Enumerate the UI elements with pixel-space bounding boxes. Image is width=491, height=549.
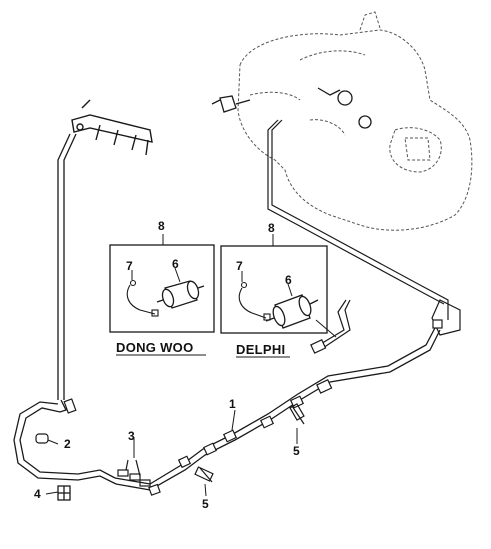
clamp-group-5-left bbox=[194, 466, 214, 483]
clamp-group-5-right bbox=[289, 403, 305, 425]
caption-delphi: DELPHI bbox=[236, 342, 285, 357]
filter-bracket-dong-woo bbox=[126, 279, 159, 317]
fuel-filter-dong-woo bbox=[156, 280, 205, 309]
fuel-filter-delphi bbox=[265, 294, 319, 329]
callout-7-dong-woo: 7 bbox=[126, 259, 133, 273]
callout-5-left: 5 bbox=[202, 497, 209, 511]
callout-5-right: 5 bbox=[293, 444, 300, 458]
fuel-rail bbox=[71, 99, 153, 156]
clamp-part-4 bbox=[57, 485, 71, 501]
leader-lines bbox=[45, 234, 298, 497]
callout-7-delphi: 7 bbox=[236, 259, 243, 273]
callout-labels: 1 2 3 4 5 5 6 6 7 7 8 8 bbox=[34, 219, 300, 511]
callout-3: 3 bbox=[128, 429, 135, 443]
filter-bracket-delphi bbox=[238, 281, 271, 321]
tank-pump-module bbox=[211, 87, 372, 129]
callout-8-dong-woo: 8 bbox=[158, 219, 165, 233]
fuel-return-line bbox=[267, 119, 461, 351]
inset-dong-woo bbox=[109, 244, 215, 333]
callout-8-delphi: 8 bbox=[268, 221, 275, 235]
callout-4: 4 bbox=[34, 487, 41, 501]
caption-dong-woo: DONG WOO bbox=[116, 340, 194, 355]
line-fittings bbox=[35, 319, 443, 496]
inset-delphi bbox=[220, 245, 328, 334]
callout-6-delphi: 6 bbox=[285, 273, 292, 287]
callout-2: 2 bbox=[64, 437, 71, 451]
fuel-tank bbox=[237, 11, 473, 231]
inset-pointer bbox=[315, 319, 337, 338]
callout-1: 1 bbox=[229, 397, 236, 411]
clamp-group-3 bbox=[117, 459, 151, 487]
callout-6-dong-woo: 6 bbox=[172, 257, 179, 271]
